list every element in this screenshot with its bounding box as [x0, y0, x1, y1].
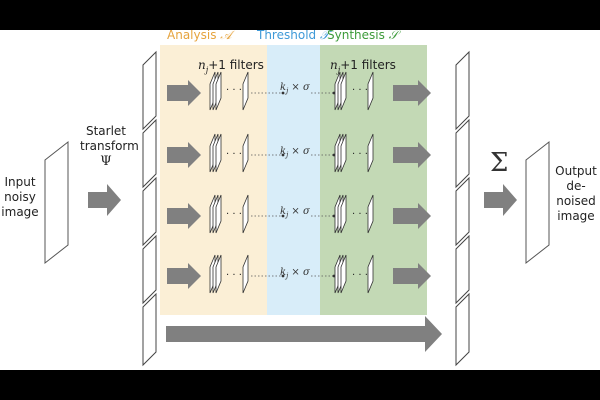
analysis-filters-label: nj+1 filters [198, 58, 264, 75]
row-2-analysis-filter-last [242, 133, 249, 173]
output-stack [455, 50, 470, 367]
ellipsis-analysis-3: · · · [226, 209, 242, 220]
row-3-output-arrow [393, 203, 431, 229]
row-4-synthesis-filter-last [367, 254, 374, 294]
ellipsis-analysis-2: · · · [226, 149, 242, 160]
input-image [44, 140, 69, 265]
row-4-link-in-head [281, 274, 285, 278]
output-plane-4 [455, 234, 470, 305]
row-4-input-arrow [167, 263, 201, 289]
output-plane-3 [455, 176, 470, 247]
bottom-arrow [166, 316, 442, 352]
starlet-plane-3 [142, 176, 157, 247]
row-1-input-arrow [167, 80, 201, 106]
row-1-output-arrow [393, 80, 431, 106]
diagram-canvas: Analysis 𝒜 Threshold 𝒯 Synthesis 𝒮 nj+1 … [0, 30, 600, 370]
output-plane-5 [455, 292, 470, 367]
row-4-synthesis-filter-3 [340, 254, 347, 294]
row-2-input-arrow [167, 142, 201, 168]
starlet-plane-1 [142, 50, 157, 131]
starlet-plane-2 [142, 118, 157, 189]
ellipsis-synthesis-1: · · · [352, 85, 368, 96]
row-2-synthesis-filter-3 [340, 133, 347, 173]
diagram-graphics [44, 50, 550, 367]
synthesis-filters-label: nj+1 filters [330, 58, 396, 75]
threshold-op-row-4: kj × σ [280, 267, 310, 280]
sum-arrow [484, 184, 517, 216]
ellipsis-synthesis-3: · · · [352, 209, 368, 220]
row-4-analysis-filter-last [242, 254, 249, 294]
ellipsis-analysis-1: · · · [226, 85, 242, 96]
row-2-synthesis-filter-last [367, 133, 374, 173]
ellipsis-analysis-4: · · · [226, 270, 242, 281]
ellipsis-synthesis-2: · · · [352, 149, 368, 160]
input-label: Input noisy image [1, 175, 39, 219]
row-1-analysis-filter-3 [215, 71, 222, 111]
threshold-op-row-3: kj × σ [280, 206, 310, 219]
row-1-synthesis-filter-last [367, 71, 374, 111]
threshold-op-row-1: kj × σ [280, 82, 310, 95]
starlet-plane-4 [142, 234, 157, 305]
psi-symbol: Ψ [100, 154, 112, 169]
threshold-panel [267, 45, 320, 315]
row-4-analysis-filter-3 [215, 254, 222, 294]
synthesis-title: Synthesis 𝒮 [327, 30, 398, 42]
starlet-stack [142, 50, 157, 367]
row-4-output-arrow [393, 263, 431, 289]
row-3-synthesis-filter-3 [340, 194, 347, 234]
threshold-op-row-2: kj × σ [280, 146, 310, 159]
row-1-analysis-filter-last [242, 71, 249, 111]
row-2-output-arrow [393, 142, 431, 168]
row-1-synthesis-filter-3 [340, 71, 347, 111]
starlet-plane-5 [142, 292, 157, 367]
row-2-analysis-filter-3 [215, 133, 222, 173]
analysis-title: Analysis 𝒜 [167, 30, 232, 42]
output-label: Output de- noised image [555, 164, 597, 223]
row-3-link-in-head [281, 214, 285, 218]
starlet-transform-label: Starlet transform Ψ [80, 124, 139, 169]
row-3-analysis-filter-last [242, 194, 249, 234]
row-1-link-in-head [281, 91, 285, 95]
row-2-link-in-head [281, 153, 285, 157]
output-plane-2 [455, 118, 470, 189]
row-3-synthesis-filter-last [367, 194, 374, 234]
output-image [525, 140, 550, 265]
output-plane-1 [455, 50, 470, 131]
row-3-analysis-filter-3 [215, 194, 222, 234]
ellipsis-synthesis-4: · · · [352, 270, 368, 281]
starlet-arrow [88, 184, 121, 216]
sum-symbol: Σ [490, 148, 509, 178]
threshold-title: Threshold 𝒯 [257, 30, 330, 42]
row-3-input-arrow [167, 203, 201, 229]
